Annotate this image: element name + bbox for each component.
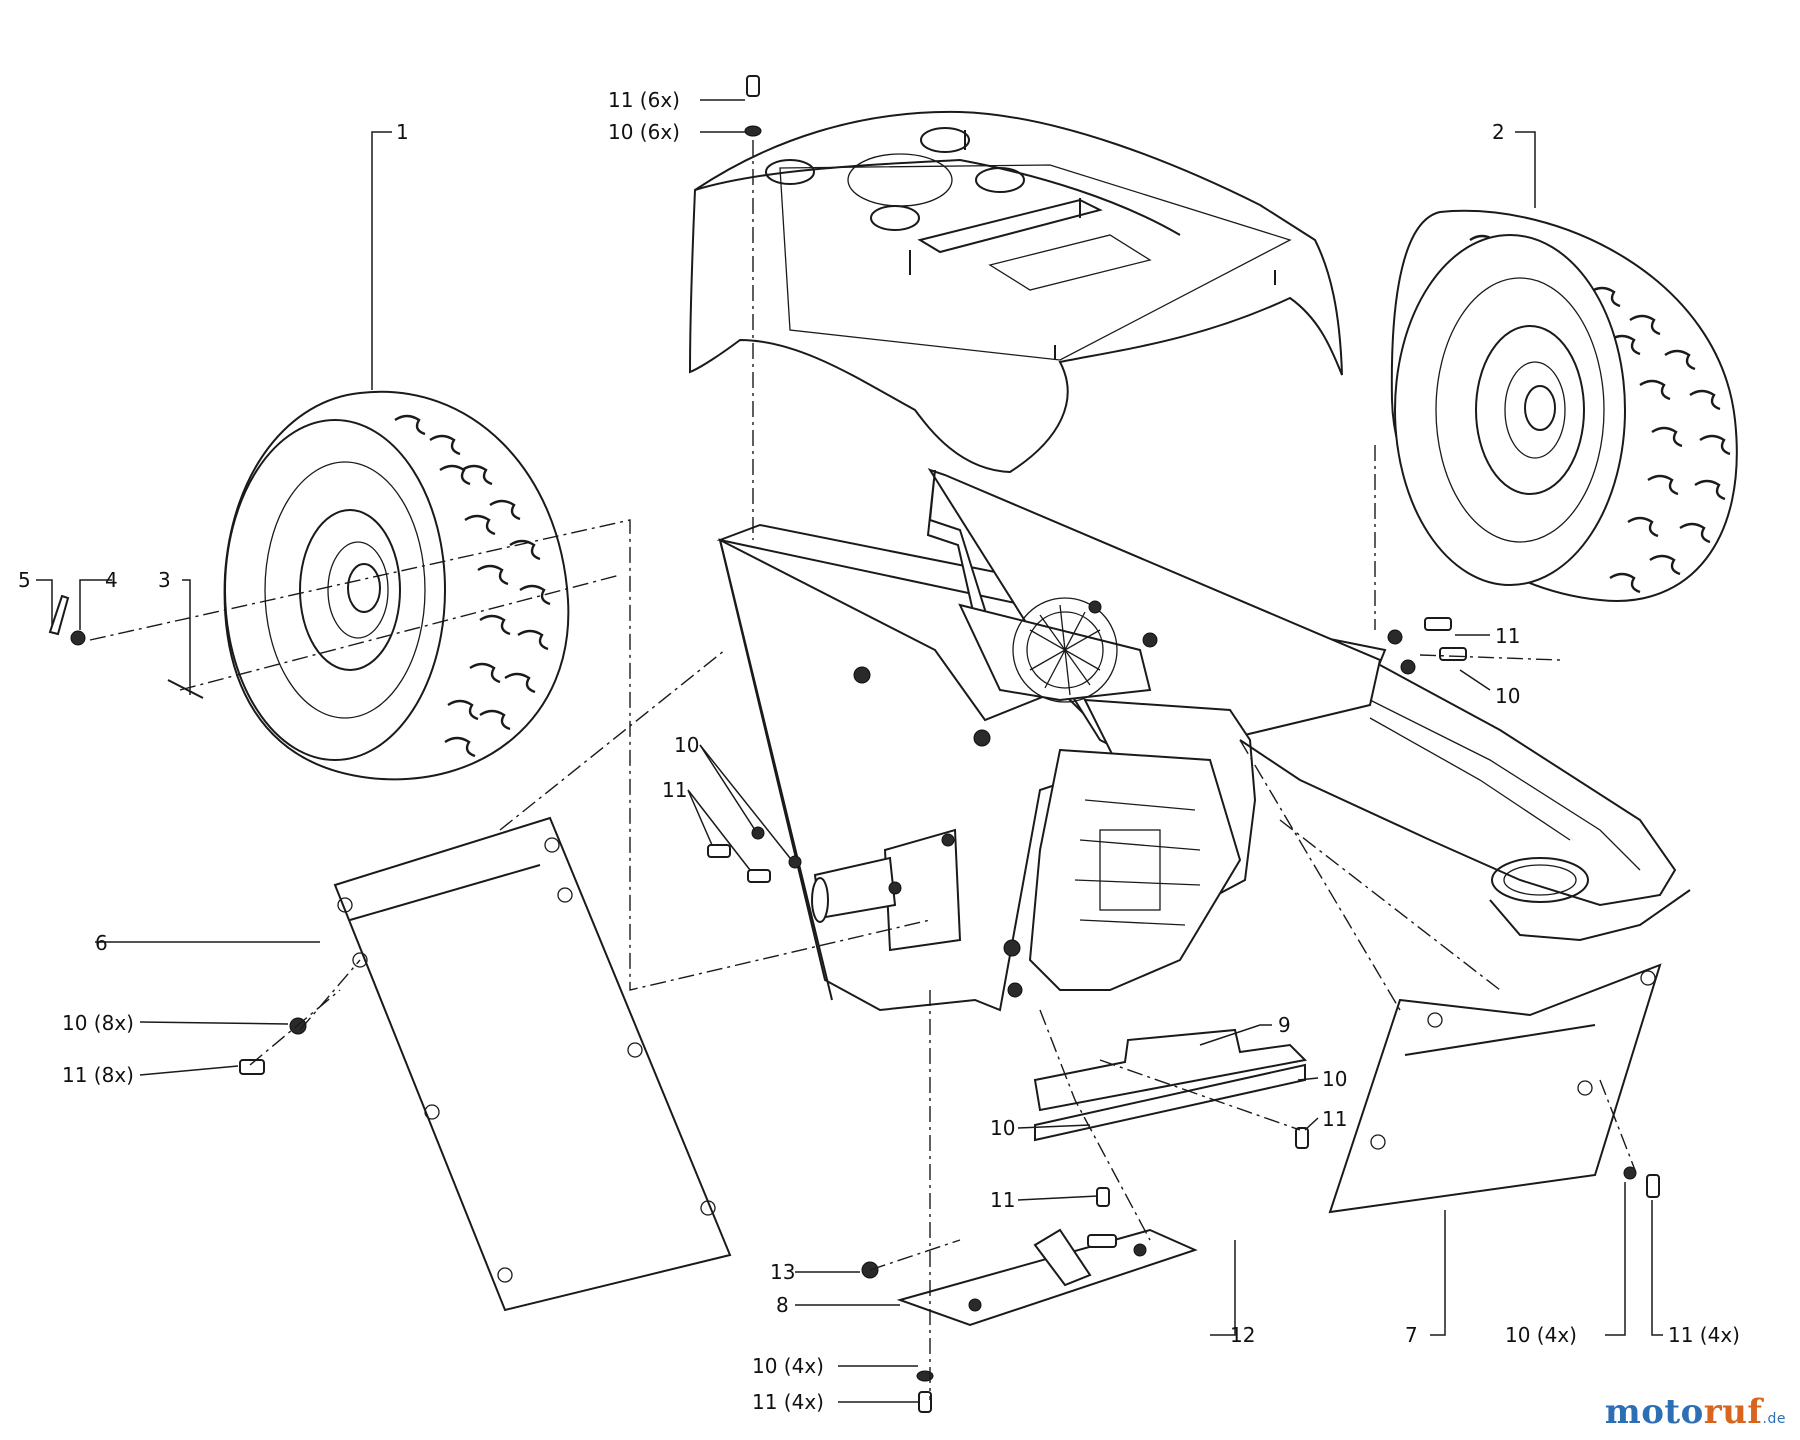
label-5: 5 xyxy=(18,568,31,592)
label-1: 1 xyxy=(396,120,409,144)
callout-labels: 1 2 3 4 5 6 7 8 9 12 13 11 (6x) 10 (6x) … xyxy=(18,88,1740,1414)
label-12: 12 xyxy=(1230,1323,1255,1347)
callout-rb-10: 10 (4x) xyxy=(1505,1323,1577,1347)
callout-left-11: 11 (8x) xyxy=(62,1063,134,1087)
label-4: 4 xyxy=(105,568,118,592)
brand-watermark: motoruf.de xyxy=(1605,1392,1786,1432)
callout-top-11: 11 (6x) xyxy=(608,88,680,112)
brand-part-3: .de xyxy=(1762,1411,1786,1427)
top-cover xyxy=(688,110,1343,474)
label-7: 7 xyxy=(1405,1323,1418,1347)
label-13: 13 xyxy=(770,1260,795,1284)
label-2: 2 xyxy=(1492,120,1505,144)
label-3: 3 xyxy=(158,568,171,592)
callout-b-10: 10 xyxy=(990,1116,1015,1140)
bracket-9 xyxy=(1033,1028,1308,1142)
chassis-frame xyxy=(716,468,1691,1012)
callout-right-11: 11 xyxy=(1495,624,1520,648)
callout-br-10: 10 xyxy=(1322,1067,1347,1091)
callout-b-11: 11 xyxy=(990,1188,1015,1212)
label-6: 6 xyxy=(95,931,108,955)
callout-left-10: 10 (8x) xyxy=(62,1011,134,1035)
label-9: 9 xyxy=(1278,1013,1291,1037)
leader-lines xyxy=(36,99,1663,1403)
assembly-lines xyxy=(89,140,1636,1400)
brand-part-2: ruf xyxy=(1703,1392,1763,1432)
callout-right-10: 10 xyxy=(1495,684,1520,708)
right-wheel xyxy=(1390,209,1738,602)
callout-bottom-10: 10 (4x) xyxy=(752,1354,824,1378)
bracket-8 xyxy=(896,1228,1198,1327)
callout-rb-11: 11 (4x) xyxy=(1668,1323,1740,1347)
callout-bottom-11: 11 (4x) xyxy=(752,1390,824,1414)
callout-mid-11: 11 xyxy=(662,778,687,802)
plate-7 xyxy=(1328,963,1662,1214)
label-8: 8 xyxy=(776,1293,789,1317)
plate-6 xyxy=(333,816,732,1312)
callout-top-10: 10 (6x) xyxy=(608,120,680,144)
callout-mid-10: 10 xyxy=(674,733,699,757)
brand-part-1: moto xyxy=(1604,1392,1704,1432)
left-wheel xyxy=(223,390,570,781)
callout-br-11: 11 xyxy=(1322,1107,1347,1131)
